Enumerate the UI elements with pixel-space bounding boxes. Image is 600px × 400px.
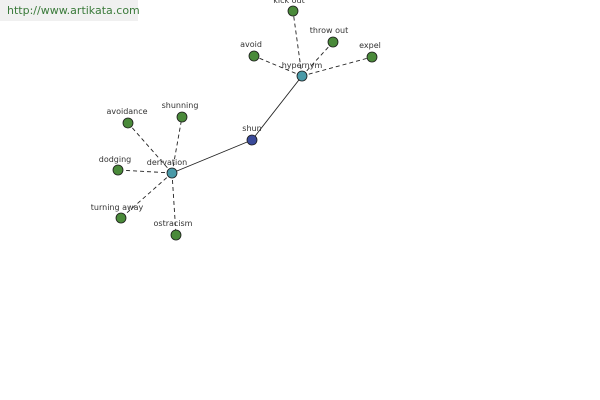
node-label: hypernym: [282, 61, 323, 70]
edge-hypernym-kick_out: [292, 10, 303, 77]
node-dot[interactable]: [176, 111, 188, 123]
node-shun[interactable]: shun: [242, 124, 262, 146]
node-label: avoid: [240, 40, 262, 49]
node-label: derivation: [147, 158, 187, 167]
node-label: ostracism: [154, 219, 193, 228]
edge-hypernym-avoid: [253, 55, 303, 77]
node-derivation[interactable]: derivation: [147, 158, 187, 179]
node-shunning[interactable]: shunning: [162, 101, 199, 123]
node-dot[interactable]: [122, 117, 134, 129]
edge-derivation-dodging: [117, 169, 173, 174]
node-dot[interactable]: [287, 5, 299, 17]
node-hypernym[interactable]: hypernym: [282, 61, 323, 82]
node-dot[interactable]: [115, 212, 127, 224]
node-label: avoidance: [106, 107, 147, 116]
edge-shun-hypernym: [251, 75, 303, 141]
node-dot[interactable]: [248, 50, 260, 62]
edge-shun-derivation: [171, 139, 253, 174]
edges-layer: [117, 10, 373, 236]
node-label: kick out: [273, 0, 305, 5]
node-label: shun: [242, 124, 261, 133]
node-dot[interactable]: [327, 36, 339, 48]
node-label: shunning: [162, 101, 199, 110]
node-kick-out[interactable]: kick out: [273, 0, 305, 17]
node-throw-out[interactable]: throw out: [310, 26, 348, 48]
edge-derivation-turning_away: [120, 172, 173, 219]
edge-hypernym-throw_out: [301, 41, 334, 77]
node-dot[interactable]: [246, 134, 258, 146]
node-ostracism[interactable]: ostracism: [154, 219, 193, 241]
node-avoidance[interactable]: avoidance: [106, 107, 148, 129]
node-turning-away[interactable]: turning away: [91, 203, 144, 224]
edge-hypernym-expel: [301, 56, 373, 77]
node-dot[interactable]: [366, 51, 378, 63]
node-dot[interactable]: [296, 70, 308, 82]
node-dot[interactable]: [112, 164, 124, 176]
node-label: throw out: [310, 26, 348, 35]
node-expel[interactable]: expel: [359, 41, 381, 63]
node-dot[interactable]: [170, 229, 182, 241]
nodes-layer: shun hypernym derivation kick out throw out a…: [91, 0, 381, 241]
node-dodging[interactable]: dodging: [99, 155, 132, 176]
node-label: turning away: [91, 203, 144, 212]
node-label: expel: [359, 41, 381, 50]
edge-derivation-ostracism: [171, 172, 177, 236]
node-label: dodging: [99, 155, 132, 164]
source-url[interactable]: http://www.artikata.com: [0, 0, 140, 21]
node-avoid[interactable]: avoid: [240, 40, 262, 62]
node-dot[interactable]: [166, 167, 178, 179]
edge-derivation-shunning: [171, 116, 183, 174]
